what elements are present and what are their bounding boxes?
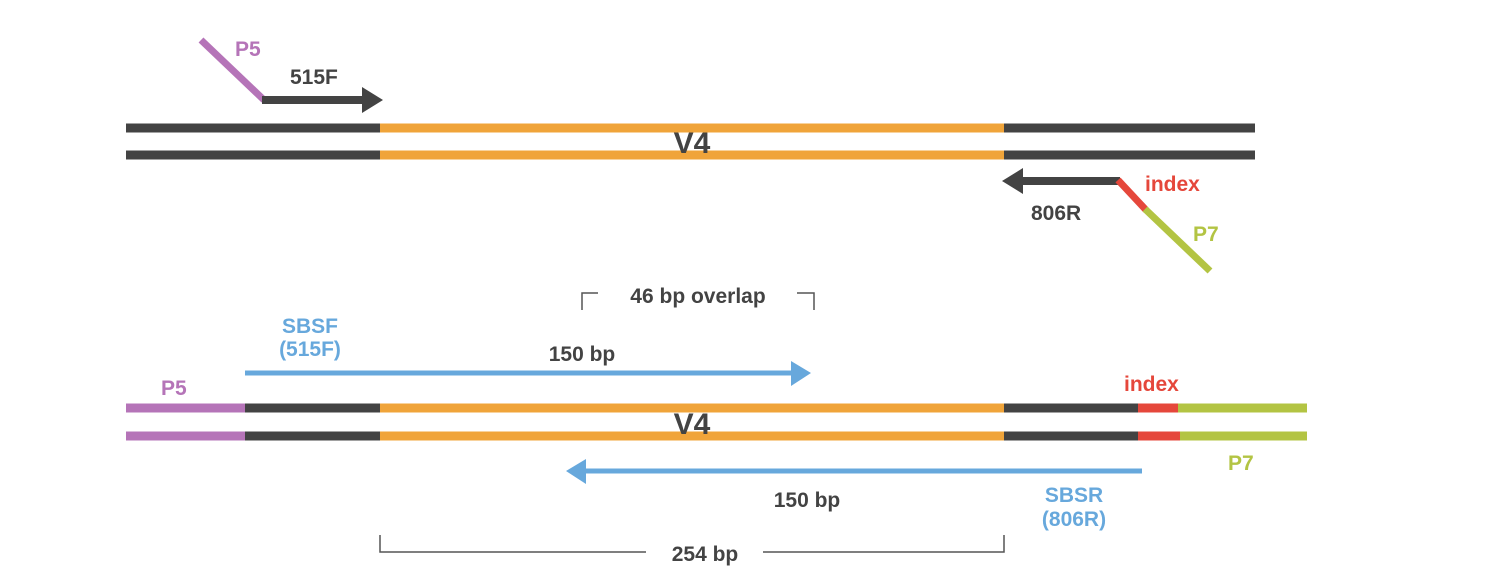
sbsr-label-line2: (806R) [1042, 508, 1106, 531]
top-index-label: index [1145, 173, 1200, 196]
bottom-index-label: index [1124, 373, 1179, 396]
bottom-p5-label: P5 [161, 377, 187, 400]
top-panel: P5 515F V4 806R index P7 [126, 37, 1255, 274]
top-806r-arrowhead [1002, 168, 1023, 194]
sbsr-label-line1: SBSR [1045, 484, 1103, 507]
read2-length-label: 150 bp [774, 489, 841, 512]
bottom-panel: 46 bp overlap SBSF (515F) 150 bp P5 inde… [126, 285, 1307, 566]
overlap-label: 46 bp overlap [630, 285, 765, 308]
amplicon-length-label: 254 bp [672, 543, 739, 566]
amplicon-bracket-left [379, 535, 646, 553]
sbsf-label-line2: (515F) [279, 338, 341, 361]
top-515f-label: 515F [290, 66, 338, 89]
read2-arrowhead [566, 459, 586, 484]
top-v4-label: V4 [674, 127, 711, 160]
amplicon-bracket-right [763, 535, 1005, 553]
overlap-bracket-right [797, 292, 815, 310]
sbsf-label-line1: SBSF [282, 315, 338, 338]
top-515f-arrowhead [362, 87, 383, 113]
top-p5-adapter [198, 37, 267, 103]
top-806r-label: 806R [1031, 202, 1081, 225]
read1-length-label: 150 bp [549, 343, 616, 366]
top-p7-adapter [1142, 206, 1213, 274]
top-index-segment [1115, 177, 1149, 213]
top-p5-label: P5 [235, 38, 261, 61]
overlap-bracket-left [581, 292, 598, 310]
bottom-v4-label: V4 [674, 408, 711, 441]
read1-arrowhead [791, 361, 811, 386]
top-p7-label: P7 [1193, 223, 1219, 246]
bottom-p7-label: P7 [1228, 452, 1254, 475]
